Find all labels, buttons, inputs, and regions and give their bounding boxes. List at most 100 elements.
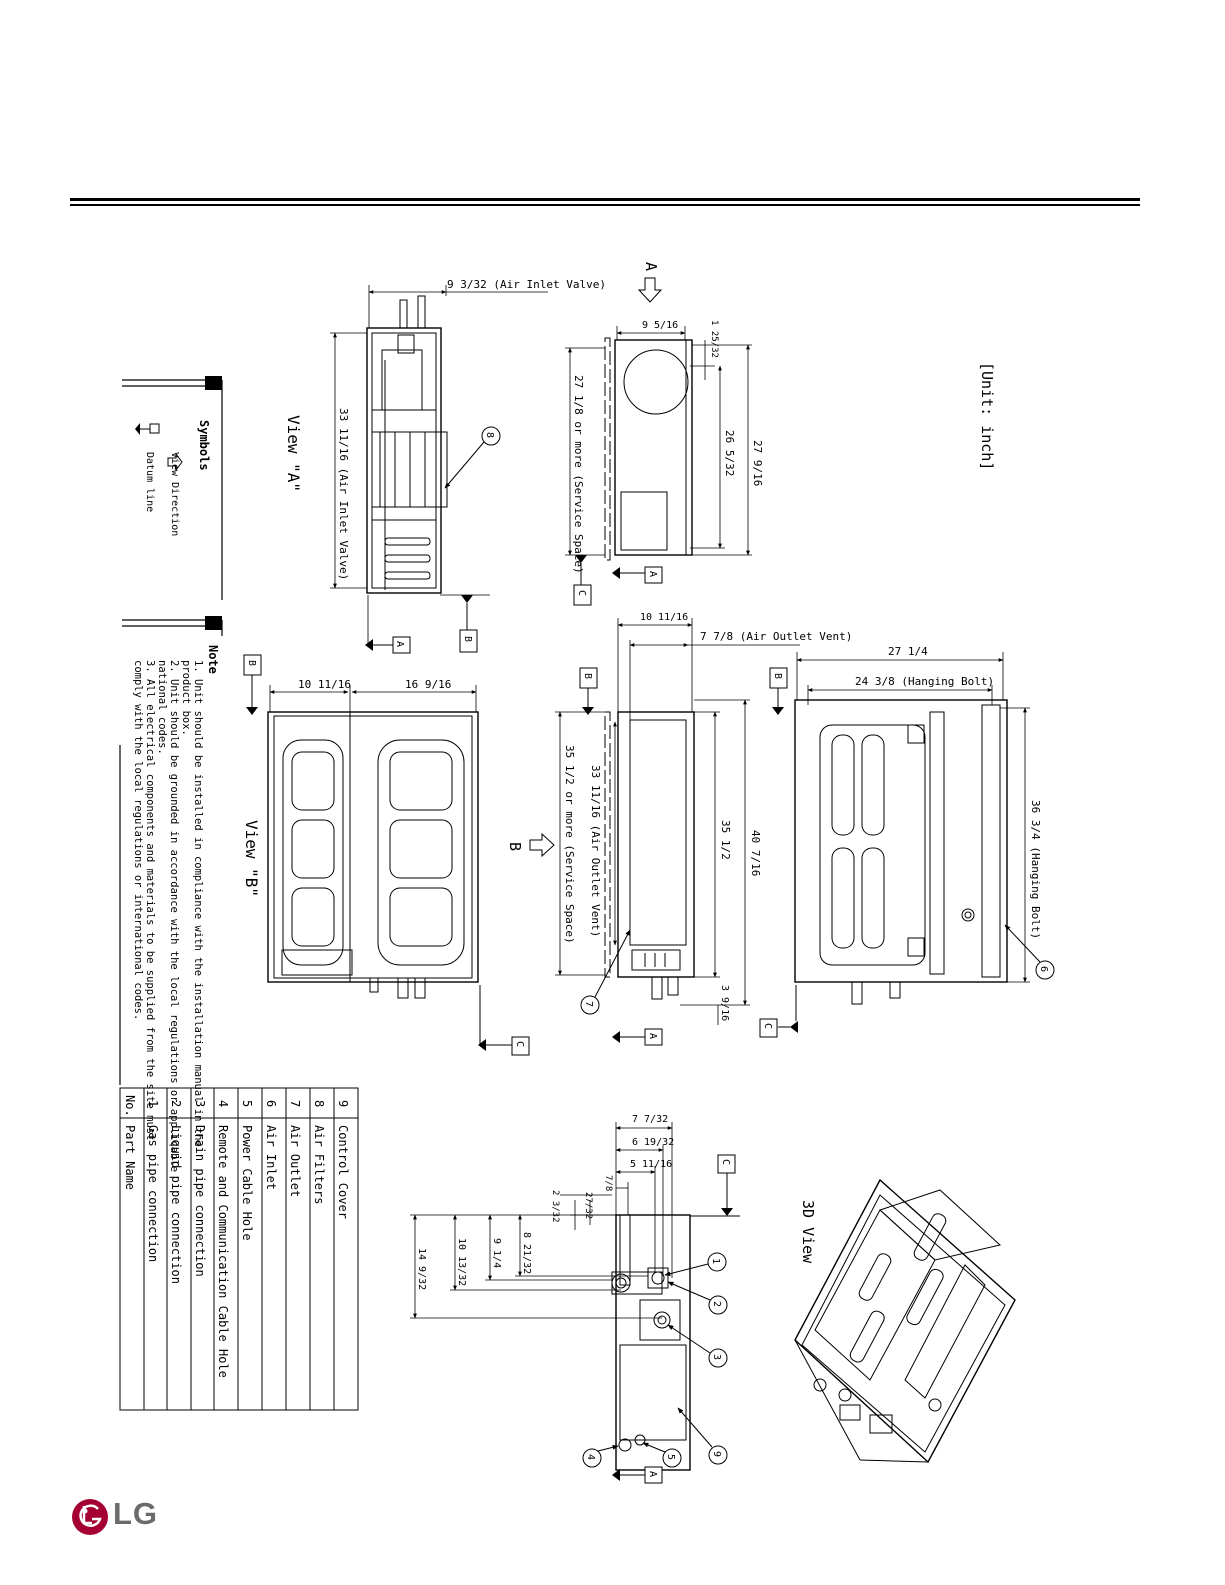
- table-row-no: 9: [336, 1100, 350, 1107]
- datum-label: B: [772, 673, 783, 679]
- datum-label: C: [762, 1023, 773, 1029]
- table-row-no: 7: [288, 1100, 302, 1107]
- dim-p-7-8: 7/8: [603, 1175, 613, 1191]
- callout-label: 3: [711, 1354, 722, 1360]
- callout-3: 3: [667, 1324, 728, 1368]
- dim-b-10-11-16: 10 11/16: [298, 678, 351, 691]
- callout-label: 6: [1038, 966, 1049, 972]
- table-row-name: Remote and Communication Cable Hole: [216, 1125, 230, 1378]
- view-b-dims: [269, 685, 477, 712]
- dim-p-14-9: 14 9/32: [416, 1248, 427, 1290]
- callout-label: 8: [484, 432, 495, 438]
- dim-side-26-5-32: 26 5/32: [723, 430, 736, 476]
- datum-b-outlet: B: [579, 667, 598, 715]
- view-arrow-a-label: A: [642, 262, 660, 271]
- note-block: Note 1. Unit should be installed in comp…: [119, 616, 223, 1172]
- header-rule-thick: [70, 198, 1140, 201]
- lg-logo: [70, 1497, 160, 1537]
- table-row-name: Liquid pipe connection: [169, 1125, 183, 1284]
- datum-label: A: [394, 641, 405, 647]
- datum-b-view-b: B: [243, 654, 262, 715]
- dim-air-inlet-valve-w: 9 3/32 (Air Inlet Valve): [447, 278, 606, 291]
- datum-label: C: [514, 1041, 525, 1047]
- datum-c-pipe: C: [690, 1154, 740, 1217]
- view-a-title: View "A": [284, 415, 303, 492]
- header-rule-thin: [70, 204, 1140, 206]
- lg-wordmark: LG: [113, 1496, 159, 1531]
- note-line-1: 1. Unit should be installed in complianc…: [192, 660, 204, 1147]
- dim-outlet-40: 40 7/16: [749, 830, 762, 876]
- dim-outlet-10-11-16: 10 11/16: [640, 612, 688, 623]
- callout-label: 7: [583, 1001, 594, 1007]
- table-rows: 1 Gas pipe connection 2 Liquid pipe conn…: [146, 1100, 350, 1378]
- datum-label: B: [582, 673, 593, 679]
- datum-label: B: [462, 636, 473, 642]
- view-a-dims: [330, 285, 548, 645]
- dim-side-9-5-16: 9 5/16: [642, 320, 678, 331]
- note-line-4: national codes.: [156, 660, 168, 755]
- dim-outlet-35-service: 35 1/2 or more (Service Space): [563, 745, 576, 944]
- outlet-view-drawing: [604, 711, 695, 1000]
- datum-a-view-a: A: [365, 636, 411, 654]
- view-3d-drawing: [794, 1178, 1016, 1464]
- pipe-view-drawing: [611, 1214, 691, 1471]
- table-header-no: No.: [123, 1095, 137, 1117]
- table-row-name: Air Outlet: [288, 1125, 302, 1197]
- dim-outlet-3-9-16: 3 9/16: [719, 985, 730, 1021]
- table-row-name: Air Filters: [312, 1125, 326, 1204]
- view-b-title: View "B": [242, 820, 261, 897]
- note-title: Note: [206, 645, 220, 674]
- callout-5: 5: [642, 1442, 682, 1468]
- view-3d-title: 3D View: [799, 1200, 817, 1264]
- dim-p-5-11-16: 5 11/16: [630, 1159, 672, 1170]
- outlet-view-dims: [555, 618, 800, 1025]
- datum-c-top: C: [759, 985, 798, 1038]
- callout-6: 6: [1004, 924, 1055, 980]
- dim-service-27: 27 1/8 or more (Service Space): [572, 375, 585, 574]
- note-line-3: 2. Unit should be grounded in accordance…: [168, 660, 180, 1172]
- view-b-drawing: [267, 711, 479, 999]
- callout-7: 7: [580, 929, 631, 1015]
- table-row-no: 5: [240, 1100, 254, 1107]
- table-row-no: 6: [264, 1100, 278, 1107]
- dim-p-27-32: 27/32: [583, 1192, 593, 1219]
- view-a-drawing: [366, 295, 448, 594]
- datum-a-side: A: [612, 566, 663, 584]
- callout-label: 5: [665, 1454, 676, 1460]
- datum-label: B: [246, 660, 257, 666]
- datum-label: A: [647, 1033, 658, 1039]
- datum-a-pipe: A: [612, 1466, 663, 1484]
- datum-label: A: [647, 571, 658, 577]
- side-view-dims: [565, 326, 752, 556]
- table-row-no: 8: [312, 1100, 326, 1107]
- dim-outlet-7-7-8: 7 7/8 (Air Outlet Vent): [700, 630, 852, 643]
- table-row-name: Control Cover: [336, 1125, 350, 1219]
- table-row-name: Drain pipe connection: [193, 1125, 207, 1277]
- datum-label: A: [647, 1471, 658, 1477]
- table-row-no: 3: [193, 1100, 207, 1107]
- callout-label: 9: [711, 1451, 722, 1457]
- unit-label: [Unit: inch]: [978, 362, 996, 470]
- view-arrow-b-icon: [529, 832, 555, 858]
- datum-line-icon: [135, 423, 160, 435]
- table-row-no: 1: [146, 1100, 160, 1107]
- dim-p-7-7-32: 7 7/32: [632, 1114, 668, 1125]
- table-row-no: 4: [216, 1100, 230, 1107]
- callout-2: 2: [667, 1281, 728, 1315]
- note-line-2: product box.: [180, 660, 192, 736]
- dim-outlet-33-vent: 33 11/16 (Air Outlet Vent): [589, 765, 602, 937]
- note-line-6: comply with the local regulations or int…: [132, 660, 144, 1020]
- dim-side-27-9-16: 27 9/16: [751, 440, 764, 486]
- symbols-legend: Symbols View Direction Datum line: [122, 376, 223, 600]
- datum-label: C: [576, 590, 587, 596]
- note-line-5: 3. All electrical components and materia…: [144, 660, 156, 1140]
- table-row-name: Power Cable Hole: [240, 1125, 254, 1241]
- top-view-dims: [796, 652, 1030, 983]
- dim-b-16-9-16: 16 9/16: [405, 678, 451, 691]
- view-direction-icon: [167, 452, 183, 472]
- dim-p-8-21: 8 21/32: [521, 1232, 532, 1274]
- datum-b-top: B: [769, 667, 788, 715]
- dim-top-27-1-4: 27 1/4: [888, 645, 928, 658]
